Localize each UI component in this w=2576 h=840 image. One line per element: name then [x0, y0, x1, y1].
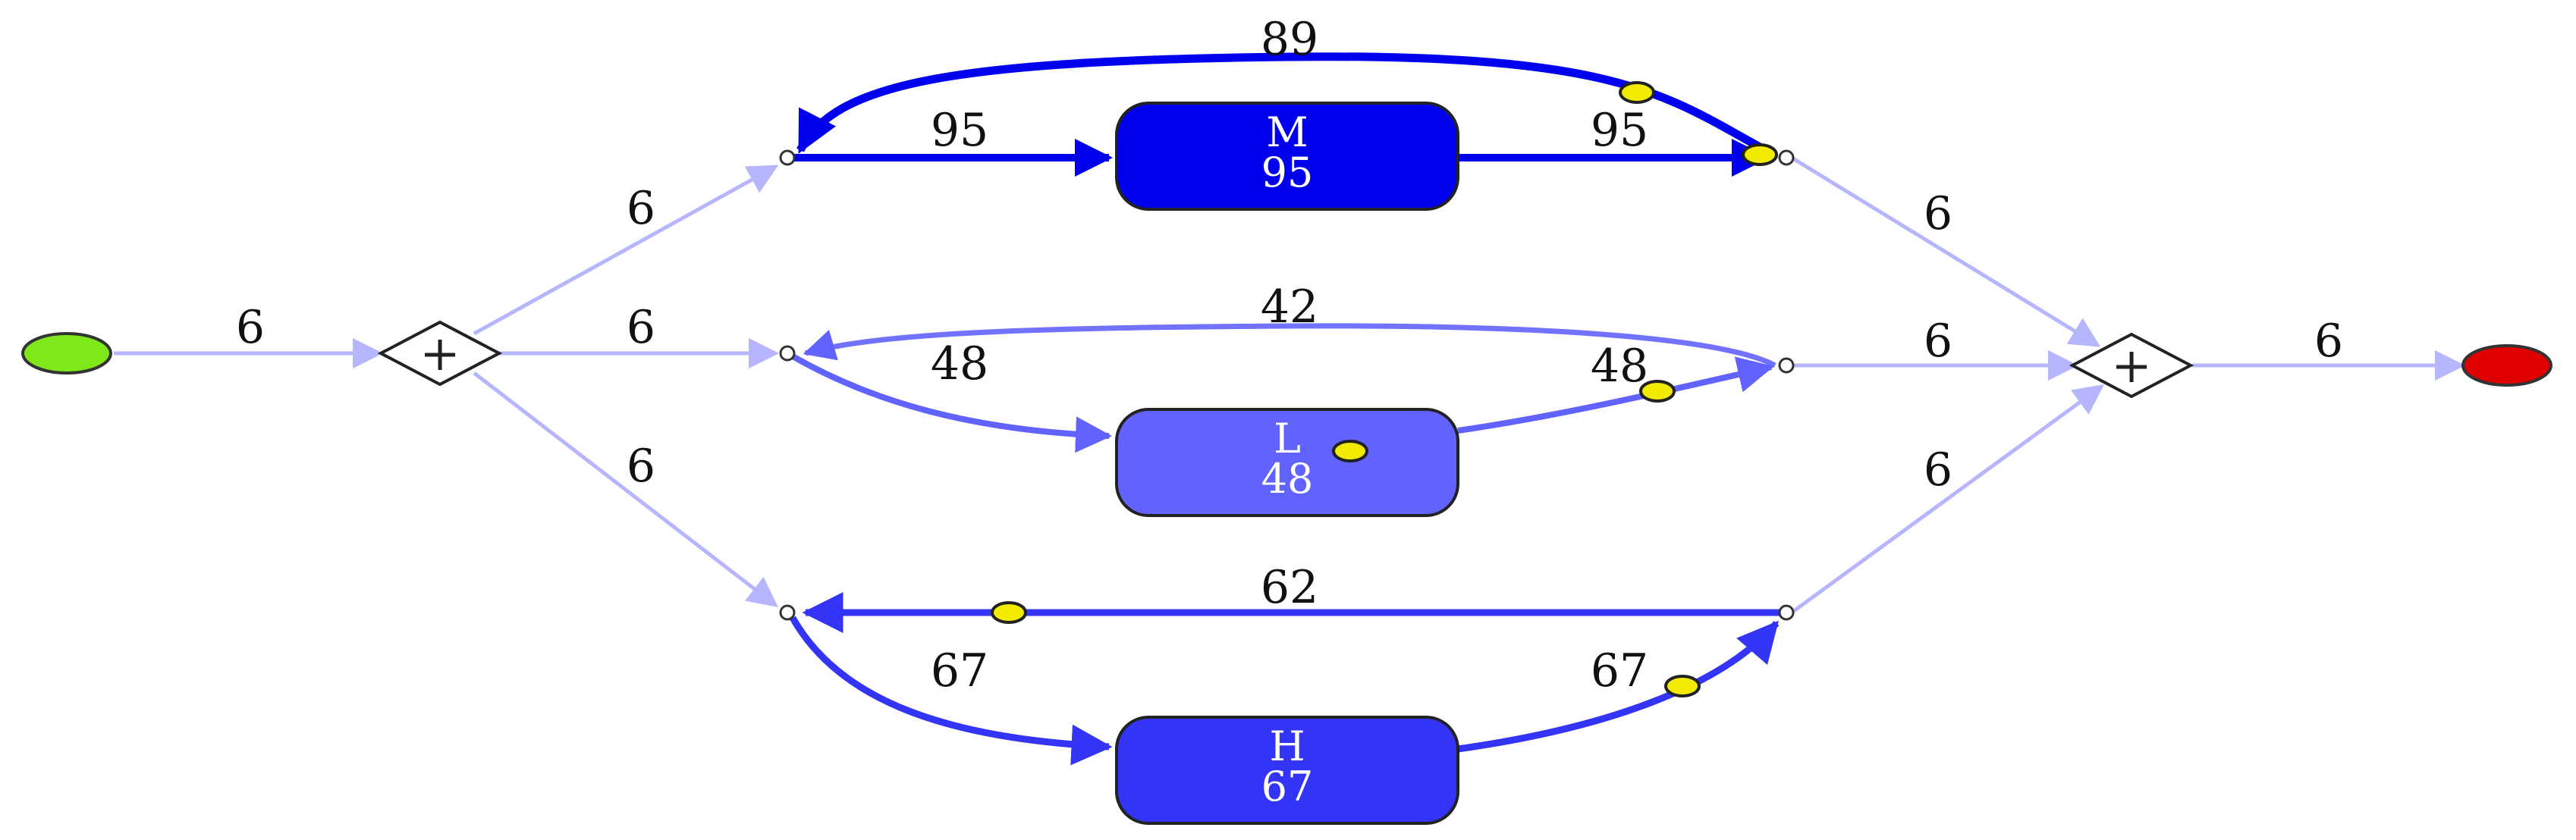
- activity-M-count: 95: [1261, 149, 1314, 196]
- edge-H-to-join: [1790, 384, 2105, 615]
- edge-label-split-to-H: 6: [627, 440, 655, 493]
- edge-split-to-M: [473, 165, 779, 336]
- edge-label-H-loop: 62: [1261, 561, 1318, 614]
- edge-label-M-loop: 89: [1261, 13, 1318, 66]
- connector-H-in: [779, 604, 796, 621]
- connector-M-out: [1778, 149, 1795, 166]
- edge-label-start-to-split: 6: [236, 301, 265, 354]
- token-H-out: [1664, 675, 1701, 697]
- token-L-out: [1639, 380, 1676, 403]
- join-gateway[interactable]: +: [2069, 332, 2194, 399]
- connector-L-in: [779, 345, 796, 362]
- end-event[interactable]: [2461, 344, 2552, 387]
- token-L-node: [1332, 440, 1368, 462]
- edge-label-join-to-end: 6: [2314, 315, 2343, 368]
- edge-split-to-H: [473, 371, 778, 608]
- edge-M-loop: [796, 52, 1777, 159]
- activity-M[interactable]: M 95: [1115, 102, 1459, 211]
- split-gateway-shape: [377, 320, 503, 387]
- activity-M-name: M: [1266, 108, 1308, 156]
- edge-label-L-loop: 42: [1261, 281, 1318, 334]
- edge-label-M-to-join: 6: [1924, 187, 1952, 240]
- split-gateway[interactable]: +: [377, 320, 503, 387]
- activity-L-name: L: [1274, 415, 1301, 462]
- edge-label-L-to-join: 6: [1924, 315, 1952, 368]
- edge-H-out: [1457, 620, 1780, 753]
- activity-L-count: 48: [1261, 455, 1314, 503]
- activity-L[interactable]: L 48: [1115, 408, 1459, 517]
- edge-label-L-out: 48: [1591, 340, 1648, 393]
- edge-label-split-to-L: 6: [627, 301, 655, 354]
- edge-L-loop: [803, 323, 1776, 368]
- join-gateway-symbol: +: [2111, 338, 2152, 394]
- activity-M-box: [1115, 102, 1459, 211]
- connector-M-in: [779, 149, 796, 166]
- activity-H-box: [1115, 716, 1459, 825]
- split-gateway-symbol: +: [419, 326, 460, 382]
- edge-M-to-join: [1790, 155, 2101, 347]
- edge-L-out: [1457, 356, 1774, 434]
- edge-label-H-in: 67: [931, 644, 988, 697]
- connector-L-out: [1778, 357, 1795, 374]
- activity-L-box: [1115, 408, 1459, 517]
- edge-label-H-out: 67: [1591, 644, 1648, 697]
- token-H-loop: [991, 601, 1027, 624]
- edge-label-H-to-join: 6: [1924, 444, 1952, 497]
- start-event[interactable]: [21, 332, 112, 375]
- edge-label-split-to-M: 6: [627, 182, 655, 235]
- edge-label-L-in: 48: [931, 337, 988, 390]
- activity-H[interactable]: H 67: [1115, 716, 1459, 825]
- edge-H-in: [790, 616, 1113, 766]
- edge-label-M-out: 95: [1591, 104, 1648, 157]
- connector-H-out: [1778, 604, 1795, 621]
- token-M-loop: [1619, 81, 1655, 104]
- edge-L-in: [791, 353, 1112, 453]
- activity-H-count: 67: [1261, 763, 1314, 810]
- activity-H-name: H: [1269, 722, 1305, 770]
- join-gateway-shape: [2069, 332, 2194, 399]
- token-M-out: [1742, 143, 1778, 166]
- edge-label-M-in: 95: [931, 104, 988, 157]
